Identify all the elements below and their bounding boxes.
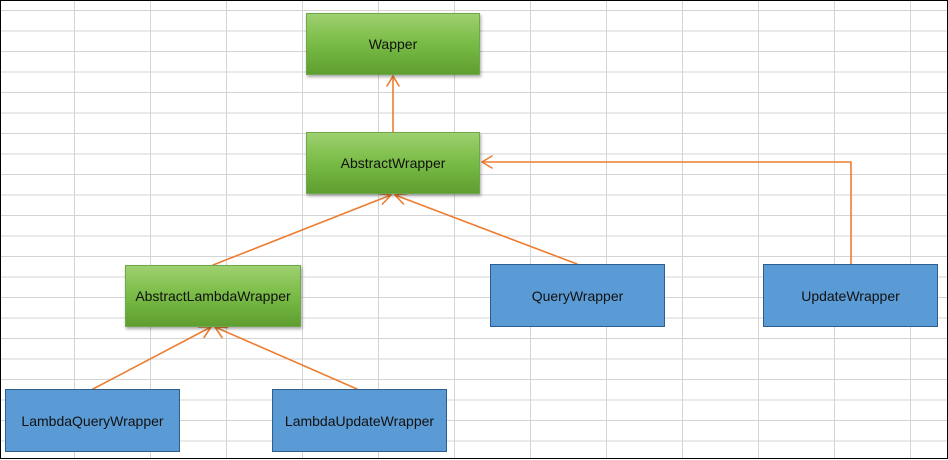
edge-lambdaquerywrapper-to-abstractlambdawrapper	[92, 326, 212, 390]
node-wapper-label: Wapper	[368, 36, 418, 52]
node-query-wrapper[interactable]: QueryWrapper	[490, 264, 665, 327]
node-lambda-query-wrapper[interactable]: LambdaQueryWrapper	[5, 389, 180, 452]
edge-updatewrapper-to-abstractwrapper	[481, 161, 852, 265]
edge-querywrapper-to-abstractwrapper	[394, 194, 578, 265]
node-query-wrapper-label: QueryWrapper	[531, 287, 624, 304]
node-lambda-update-wrapper-label: LambdaUpdateWrapper	[284, 412, 435, 429]
node-abstract-lambda-wrapper-label: AbstractLambdaWrapper	[135, 288, 291, 304]
node-abstract-wrapper[interactable]: AbstractWrapper	[306, 132, 480, 194]
node-lambda-query-wrapper-label: LambdaQueryWrapper	[21, 412, 164, 429]
arrowhead-abstractlambdawrapper-left	[197, 326, 212, 339]
node-wapper[interactable]: Wapper	[306, 13, 480, 75]
node-update-wrapper-label: UpdateWrapper	[801, 287, 900, 304]
arrowhead-wapper	[386, 75, 400, 87]
edge-abstractlambdawrapper-to-abstractwrapper	[212, 194, 392, 266]
arrowhead-abstractwrapper-side	[481, 155, 493, 169]
arrowhead-abstractlambdawrapper-right	[214, 326, 229, 339]
node-update-wrapper[interactable]: UpdateWrapper	[763, 264, 938, 327]
node-lambda-update-wrapper[interactable]: LambdaUpdateWrapper	[272, 389, 447, 452]
edge-lambdaupdatewrapper-to-abstractlambdawrapper	[214, 326, 358, 390]
arrowhead-abstractwrapper-right	[394, 192, 409, 205]
arrowhead-abstractwrapper-left	[377, 192, 392, 205]
node-abstract-lambda-wrapper[interactable]: AbstractLambdaWrapper	[125, 265, 301, 327]
node-abstract-wrapper-label: AbstractWrapper	[340, 155, 446, 171]
